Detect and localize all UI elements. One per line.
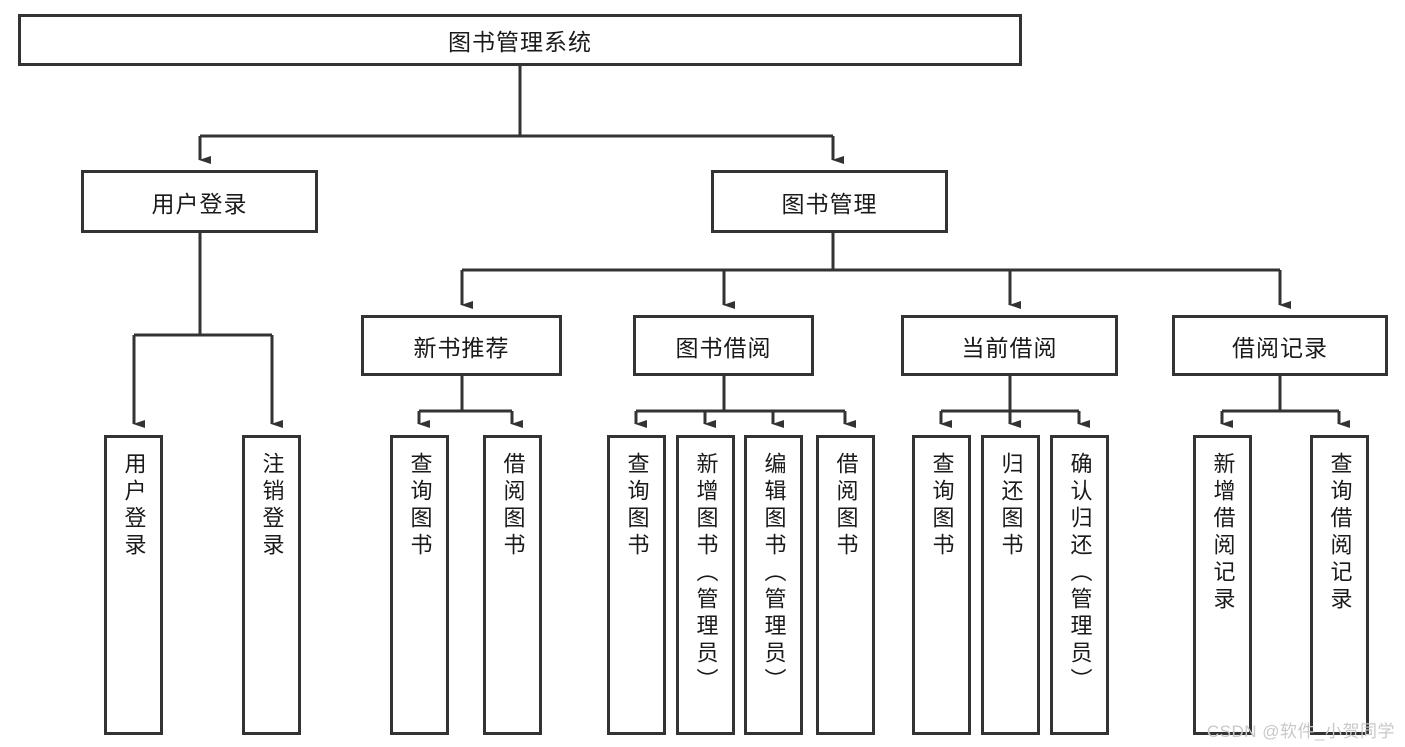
node-label: 用户登录 bbox=[151, 190, 248, 217]
node-label: 新增图书（管理员） bbox=[693, 452, 719, 695]
node-label: 编辑图书（管理员） bbox=[761, 452, 787, 695]
node-label: 查询图书 bbox=[624, 452, 650, 560]
node-label: 借阅图书 bbox=[833, 452, 859, 560]
node-label: 借阅图书 bbox=[500, 452, 526, 560]
node-leaf-query-book-current[interactable]: 查询图书 bbox=[912, 435, 971, 735]
node-book-borrow[interactable]: 图书借阅 bbox=[633, 315, 814, 376]
node-leaf-add-borrow-record[interactable]: 新增借阅记录 bbox=[1193, 435, 1252, 735]
node-leaf-return-book[interactable]: 归还图书 bbox=[981, 435, 1040, 735]
node-label: 新增借阅记录 bbox=[1210, 452, 1236, 614]
node-label: 图书借阅 bbox=[675, 334, 772, 361]
node-label: 查询图书 bbox=[929, 452, 955, 560]
node-label: 归还图书 bbox=[998, 452, 1024, 560]
node-leaf-borrow-book-recommend[interactable]: 借阅图书 bbox=[483, 435, 542, 735]
node-root-book-management-system[interactable]: 图书管理系统 bbox=[18, 14, 1022, 66]
node-current-borrow[interactable]: 当前借阅 bbox=[901, 315, 1118, 376]
node-label: 当前借阅 bbox=[961, 334, 1058, 361]
node-leaf-query-book-recommend[interactable]: 查询图书 bbox=[390, 435, 449, 735]
node-borrow-record[interactable]: 借阅记录 bbox=[1172, 315, 1388, 376]
node-user-login[interactable]: 用户登录 bbox=[81, 170, 318, 233]
node-new-book-recommend[interactable]: 新书推荐 bbox=[361, 315, 562, 376]
node-leaf-add-book-admin[interactable]: 新增图书（管理员） bbox=[676, 435, 735, 735]
node-leaf-borrow-book[interactable]: 借阅图书 bbox=[816, 435, 875, 735]
node-label: 确认归还（管理员） bbox=[1067, 452, 1093, 695]
node-label: 查询借阅记录 bbox=[1327, 452, 1353, 614]
node-leaf-query-book-borrow[interactable]: 查询图书 bbox=[607, 435, 666, 735]
node-leaf-user-login[interactable]: 用户登录 bbox=[104, 435, 163, 735]
node-leaf-edit-book-admin[interactable]: 编辑图书（管理员） bbox=[744, 435, 803, 735]
node-label: 用户登录 bbox=[121, 452, 147, 560]
node-label: 新书推荐 bbox=[413, 334, 510, 361]
node-leaf-logout[interactable]: 注销登录 bbox=[242, 435, 301, 735]
node-label: 图书管理 bbox=[781, 190, 878, 217]
node-label: 查询图书 bbox=[407, 452, 433, 560]
node-leaf-confirm-return-admin[interactable]: 确认归还（管理员） bbox=[1050, 435, 1109, 735]
node-book-management[interactable]: 图书管理 bbox=[711, 170, 948, 233]
node-label: 注销登录 bbox=[259, 452, 285, 560]
node-label: 图书管理系统 bbox=[448, 29, 592, 55]
node-label: 借阅记录 bbox=[1232, 334, 1328, 361]
node-leaf-query-borrow-record[interactable]: 查询借阅记录 bbox=[1310, 435, 1369, 735]
watermark-text: CSDN @软件_小贺同学 bbox=[1206, 722, 1395, 741]
